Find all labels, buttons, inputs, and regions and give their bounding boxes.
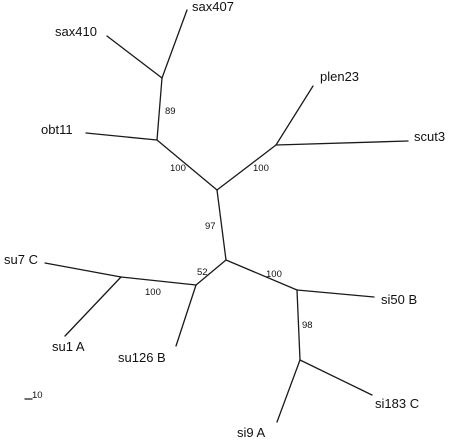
- leaf-label-obt11: obt11: [41, 122, 73, 137]
- branch-internal-100d: [225, 259, 298, 291]
- branch-internal-52: [195, 259, 227, 286]
- leaf-labels: sax407 sax410 obt11 plen23 scut3 su7 C s…: [4, 0, 445, 440]
- branch-su7c: [44, 262, 122, 278]
- support-value-89: 89: [165, 106, 176, 117]
- support-value-97: 97: [205, 221, 216, 232]
- branch-obt11: [85, 132, 158, 141]
- leaf-label-si50b: si50 B: [381, 292, 417, 307]
- support-value-100c: 100: [145, 287, 161, 298]
- branch-internal-100b: [216, 144, 277, 191]
- leaf-label-su7c: su7 C: [4, 252, 38, 267]
- support-value-100d: 100: [266, 269, 282, 280]
- branch-internal-89: [156, 77, 163, 141]
- support-value-100b: 100: [253, 163, 269, 174]
- support-values: 89 100 100 97 52 100 100 98: [145, 106, 313, 331]
- branch-sax410: [106, 35, 163, 79]
- branch-scut3: [275, 140, 409, 146]
- tree-branches: [44, 9, 409, 423]
- leaf-label-scut3: scut3: [414, 129, 445, 144]
- leaf-label-si9a: si9 A: [237, 425, 266, 440]
- branch-su1a: [64, 276, 122, 337]
- branch-internal-100c: [120, 276, 197, 286]
- branch-plen23: [275, 85, 314, 146]
- branch-su126b: [175, 284, 197, 347]
- support-value-52: 52: [197, 267, 208, 278]
- leaf-label-plen23: plen23: [320, 69, 359, 84]
- branch-sax407: [161, 9, 188, 79]
- scale-bar-label: 10: [32, 390, 43, 401]
- leaf-label-su126b: su126 B: [118, 350, 166, 365]
- branch-si183c: [299, 359, 373, 396]
- leaf-label-sax410: sax410: [55, 24, 97, 39]
- branch-si50b: [296, 289, 375, 298]
- branch-internal-97: [216, 189, 227, 261]
- support-value-98: 98: [302, 320, 313, 331]
- branch-internal-98: [296, 289, 301, 361]
- support-value-100a: 100: [170, 163, 186, 174]
- leaf-label-su1a: su1 A: [52, 339, 85, 354]
- leaf-label-si183c: si183 C: [375, 396, 419, 411]
- branch-internal-100a: [156, 139, 218, 191]
- scale-bar: 10: [24, 390, 43, 401]
- leaf-label-sax407: sax407: [192, 0, 234, 14]
- branch-si9a: [276, 359, 301, 423]
